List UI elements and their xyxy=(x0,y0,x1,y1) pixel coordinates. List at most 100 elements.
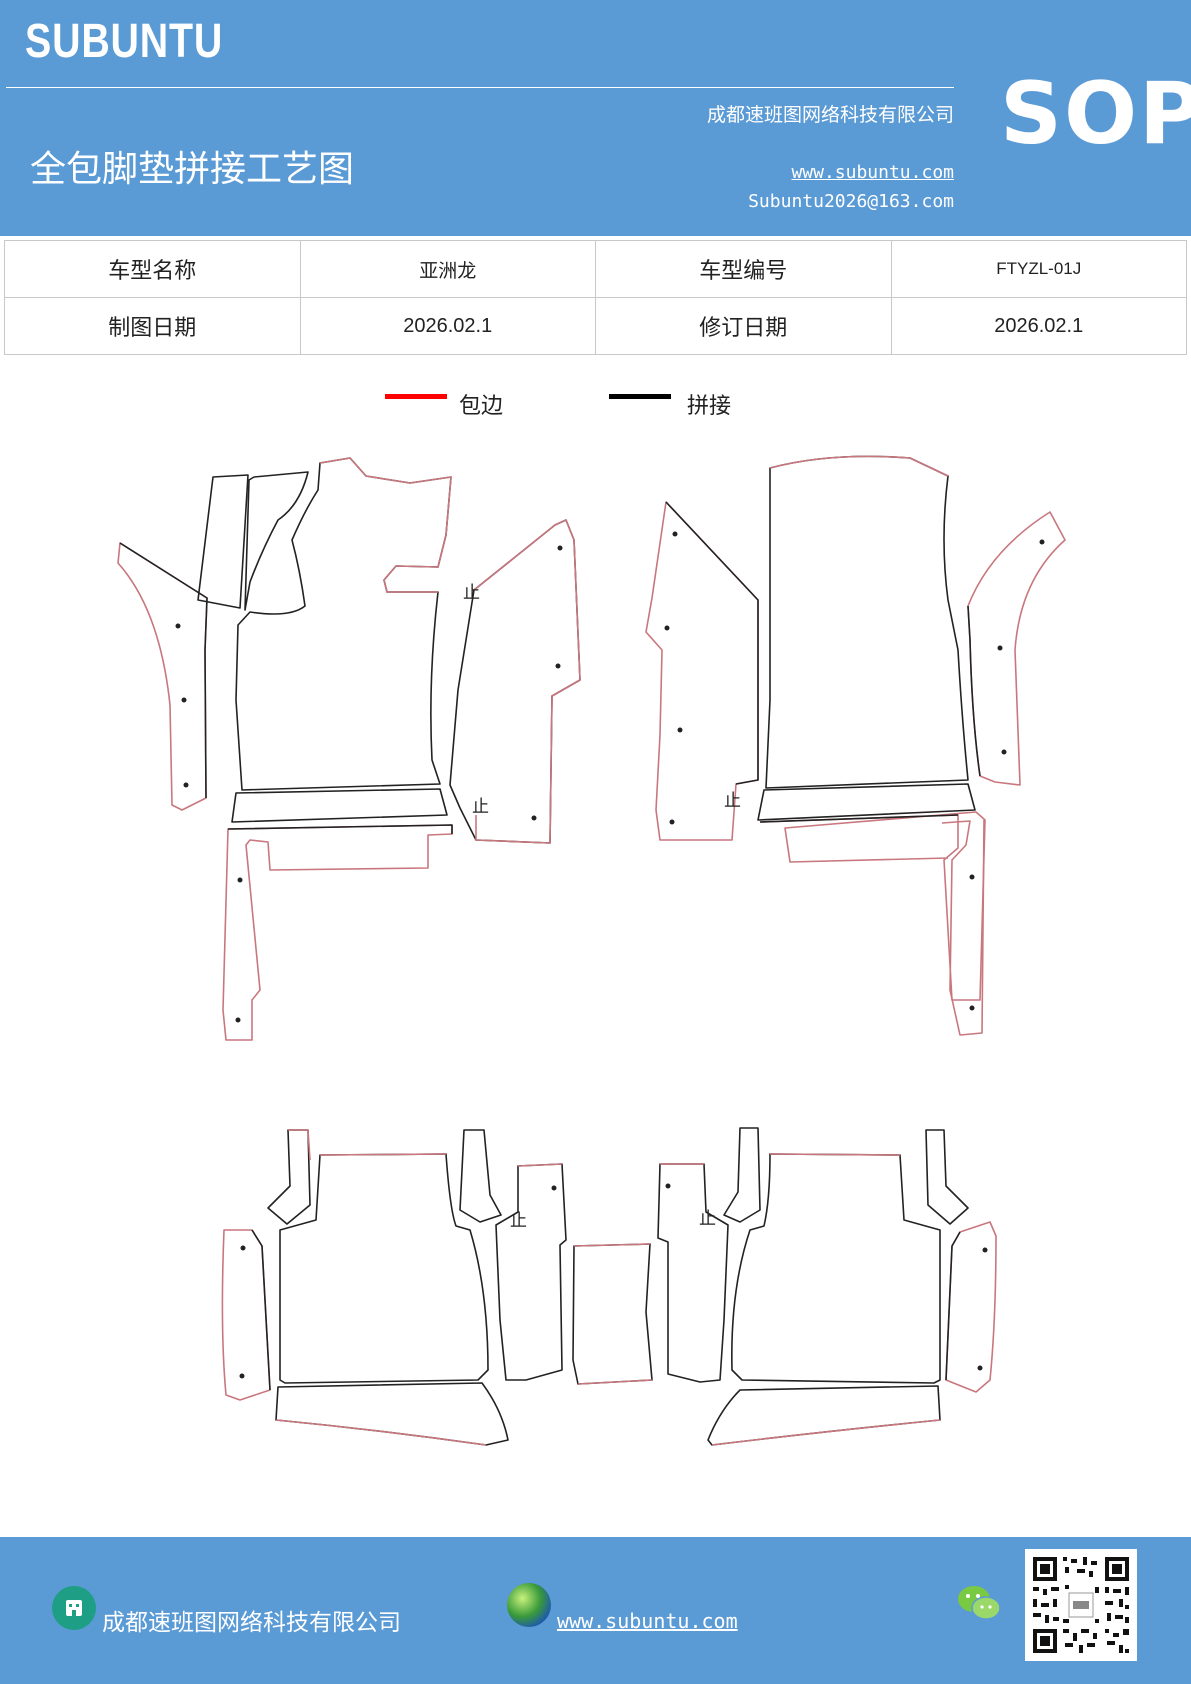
driver-lower-l-strip-seam xyxy=(227,824,453,834)
draw-date-value: 2026.02.1 xyxy=(299,297,596,355)
legend-edge-label: 包边 xyxy=(459,394,504,419)
rear-right-main-mat-edge xyxy=(769,1153,901,1156)
fastener-dot xyxy=(677,727,683,733)
fastener-dot xyxy=(240,1245,246,1251)
legend-seam-swatch xyxy=(609,394,671,399)
rear-left-top-tab xyxy=(267,1129,311,1225)
model-code-label: 车型编号 xyxy=(595,240,892,298)
fastener-dot xyxy=(551,1185,557,1191)
website-link[interactable]: www.subuntu.com xyxy=(791,162,954,183)
rear-right-connector-panel xyxy=(657,1163,729,1383)
passenger-left-panel-seam xyxy=(665,501,759,785)
revise-date-label: 修订日期 xyxy=(595,297,892,355)
stop-mark: 止 xyxy=(510,1211,527,1231)
driver-right-panel-edge xyxy=(473,519,581,844)
rear-left-side-strip-seam xyxy=(251,1229,271,1391)
model-name-label: 车型名称 xyxy=(4,240,301,298)
driver-left-side-strip-seam xyxy=(119,542,208,799)
stop-mark: 止 xyxy=(463,583,480,603)
fastener-dot xyxy=(175,623,181,629)
page-title: 全包脚垫拼接工艺图 xyxy=(30,149,355,190)
fastener-dot xyxy=(665,1183,671,1189)
legend-edge-swatch xyxy=(385,394,447,399)
model-name-value: 亚洲龙 xyxy=(299,240,596,298)
footer-website-link[interactable]: www.subuntu.com xyxy=(557,1609,738,1633)
fastener-dot xyxy=(555,663,561,669)
stop-mark: 止 xyxy=(724,791,741,811)
passenger-lower-l-strip xyxy=(759,811,986,1001)
rear-left-inner-tab xyxy=(459,1129,502,1223)
rear-right-top-tab xyxy=(925,1129,969,1225)
rear-left-heel-strip xyxy=(275,1382,509,1446)
draw-date-label: 制图日期 xyxy=(4,297,301,355)
fastener-dot xyxy=(1039,539,1045,545)
rear-left-side-strip xyxy=(221,1229,271,1401)
passenger-right-side-strip xyxy=(967,511,1066,786)
info-table: 车型名称 亚洲龙 车型编号 FTYZL-01J 制图日期 2026.02.1 修… xyxy=(4,240,1187,355)
rear-right-side-strip xyxy=(945,1221,997,1393)
brand-logo: SUBUNTU xyxy=(25,15,224,68)
email-text: Subuntu2026@163.com xyxy=(748,191,954,212)
fastener-dot xyxy=(239,1373,245,1379)
driver-lower-l-strip xyxy=(222,824,453,1041)
footer-banner: 成都速班图网络科技有限公司 www.subuntu.com xyxy=(0,1537,1191,1684)
revise-date-value: 2026.02.1 xyxy=(890,297,1187,355)
wechat-icon[interactable] xyxy=(956,1583,1002,1623)
header-divider xyxy=(6,87,954,88)
stop-mark: 止 xyxy=(699,1209,716,1229)
rear-right-main-mat xyxy=(731,1153,941,1384)
fastener-dot xyxy=(235,1017,241,1023)
rear-left-connector-edge xyxy=(517,1163,563,1167)
driver-right-panel xyxy=(449,519,581,844)
fastener-dots xyxy=(175,531,1045,1379)
globe-icon xyxy=(507,1583,551,1627)
fastener-dot xyxy=(969,874,975,880)
driver-heel-strip xyxy=(231,788,448,823)
passenger-main-mat xyxy=(765,455,969,789)
center-tunnel-strip-edge xyxy=(573,1243,653,1385)
fastener-dot xyxy=(977,1365,983,1371)
passenger-heel-strip xyxy=(757,783,976,821)
qr-code-icon xyxy=(1025,1549,1137,1661)
driver-main-mat-edge xyxy=(319,457,452,593)
center-tunnel-strip xyxy=(572,1243,653,1385)
legend-seam-label: 拼接 xyxy=(687,394,732,419)
fastener-dot xyxy=(183,782,189,788)
driver-small-panel-2 xyxy=(244,471,309,611)
rear-right-side-strip-seam xyxy=(945,1231,961,1381)
fastener-dot xyxy=(557,545,563,551)
rear-left-top-tab-edge xyxy=(288,1129,311,1161)
rear-left-heel-strip-edge xyxy=(275,1419,487,1446)
fastener-dot xyxy=(997,645,1003,651)
fastener-dot xyxy=(672,531,678,537)
driver-small-panel-1 xyxy=(197,474,249,609)
passenger-left-panel xyxy=(645,501,759,841)
fastener-dot xyxy=(969,1005,975,1011)
table-row: 制图日期 2026.02.1 修订日期 2026.02.1 xyxy=(4,297,1187,355)
driver-left-side-strip xyxy=(117,542,208,811)
rear-right-heel-strip-edge xyxy=(711,1419,941,1446)
footer-company-name: 成都速班图网络科技有限公司 xyxy=(102,1610,401,1636)
stop-mark: 止 xyxy=(472,797,489,817)
fastener-dot xyxy=(237,877,243,883)
sop-badge: SOP xyxy=(1000,64,1191,164)
passenger-right-vertical-strip xyxy=(941,819,985,1036)
fastener-dot xyxy=(669,819,675,825)
header-banner: SUBUNTU 成都速班图网络科技有限公司 全包脚垫拼接工艺图 www.subu… xyxy=(0,0,1191,236)
building-icon xyxy=(52,1586,96,1630)
rear-left-main-mat-edge xyxy=(319,1153,447,1156)
rear-left-connector-panel xyxy=(495,1163,567,1381)
fastener-dot xyxy=(982,1247,988,1253)
fastener-dot xyxy=(181,697,187,703)
driver-main-mat xyxy=(235,457,452,791)
legend: 包边 拼接 xyxy=(0,388,1191,428)
company-name: 成都速班图网络科技有限公司 xyxy=(706,104,954,126)
passenger-lower-strip-seam xyxy=(759,814,959,823)
rear-left-main-mat xyxy=(279,1153,489,1384)
fastener-dot xyxy=(664,625,670,631)
passenger-main-mat-edge xyxy=(769,455,949,477)
rear-right-heel-strip xyxy=(707,1385,941,1446)
passenger-right-side-strip-seam xyxy=(967,605,981,777)
fastener-dot xyxy=(531,815,537,821)
